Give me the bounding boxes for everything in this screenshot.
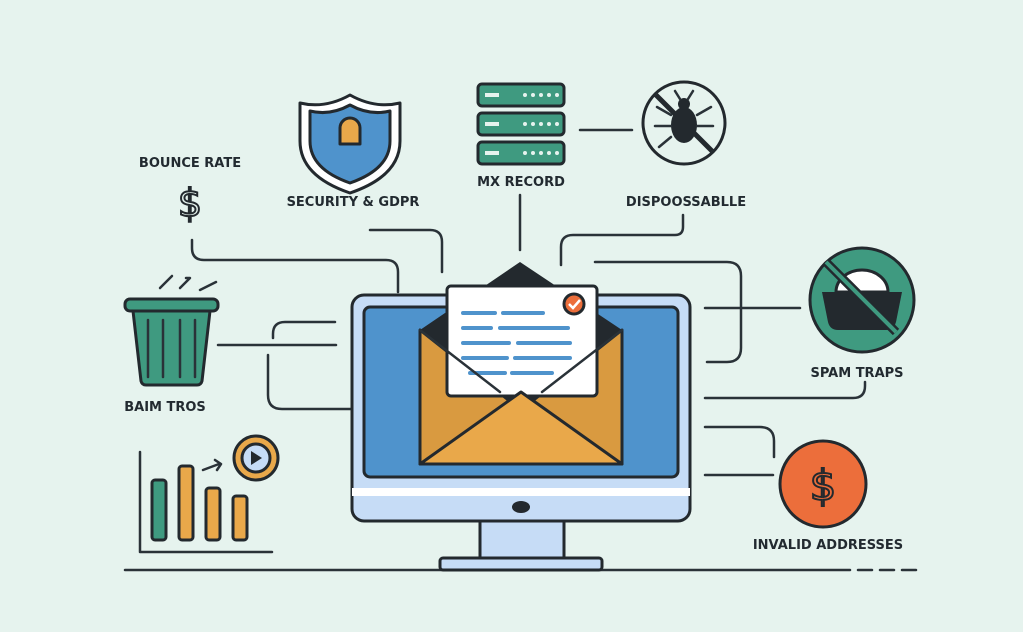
- invalid-addresses-label: INVALID ADDRESSES: [753, 538, 903, 553]
- trash-bin-icon: [123, 274, 220, 387]
- trash-label: BAIM TROS: [124, 400, 206, 415]
- spam-traps-label: SPAM TRAPS: [810, 366, 903, 381]
- email-envelope-icon: [418, 262, 624, 466]
- server-icon: [476, 82, 566, 166]
- bar-chart-icon: [150, 458, 249, 542]
- spam-trap-prohibited-icon: [808, 246, 916, 354]
- disposable-label: DISPOOSSABLLE: [626, 195, 746, 210]
- play-icon: [232, 434, 280, 482]
- bug-prohibited-icon: [641, 80, 727, 166]
- shield-lock-icon: [298, 93, 402, 195]
- invalid-address-icon: $: [778, 439, 868, 529]
- mx-record-label: MX RECORD: [477, 175, 565, 190]
- dollar-icon: $: [178, 181, 202, 225]
- bounce-rate-label: BOUNCE RATE: [139, 156, 241, 171]
- security-gdpr-label: SECURITY & GDPR: [287, 195, 420, 210]
- dollar-icon: $: [810, 461, 837, 510]
